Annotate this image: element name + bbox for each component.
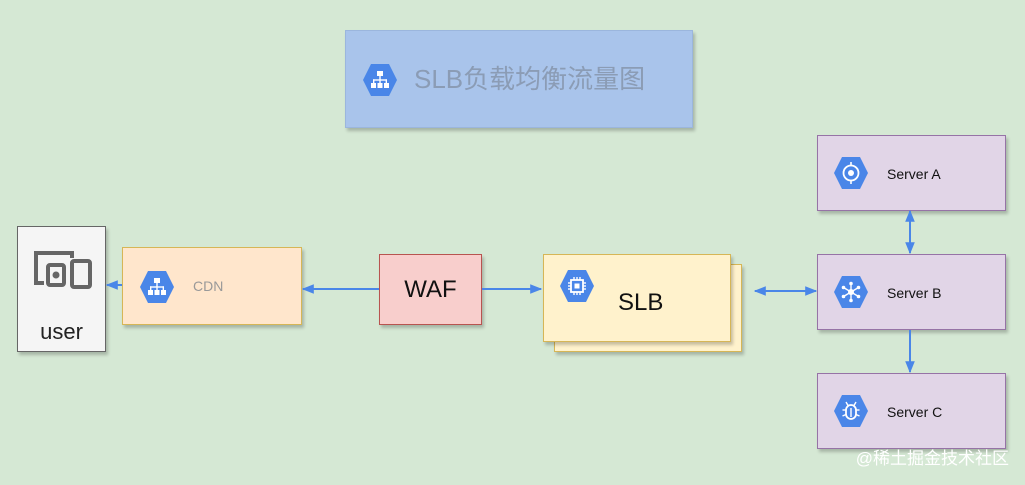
target-icon <box>833 155 869 191</box>
user-label: user <box>40 319 83 344</box>
slb-label: SLB <box>618 289 664 316</box>
waf-node[interactable]: WAF <box>379 254 482 325</box>
cdn-node[interactable]: CDN <box>122 247 302 325</box>
processor-chip-icon <box>559 268 595 304</box>
server-b-node[interactable]: Server B <box>817 254 1006 330</box>
title-box: SLB负载均衡流量图 <box>345 30 693 128</box>
diagram-title: SLB负载均衡流量图 <box>414 64 646 94</box>
devices-icon <box>34 251 92 289</box>
network-icon <box>362 62 398 98</box>
slb-node[interactable]: SLB <box>543 254 731 342</box>
watermark: @稀土掘金技术社区 <box>855 449 1009 468</box>
server-a-label: Server A <box>887 166 941 182</box>
cdn-label: CDN <box>193 278 224 294</box>
server-c-node[interactable]: Server C <box>817 373 1006 449</box>
server-c-label: Server C <box>887 404 943 420</box>
bug-icon <box>833 393 869 429</box>
network-icon <box>139 269 175 305</box>
server-b-label: Server B <box>887 285 942 301</box>
server-a-node[interactable]: Server A <box>817 135 1006 211</box>
waf-label: WAF <box>404 276 457 303</box>
cluster-icon <box>833 274 869 310</box>
user-node[interactable]: user <box>17 226 106 352</box>
